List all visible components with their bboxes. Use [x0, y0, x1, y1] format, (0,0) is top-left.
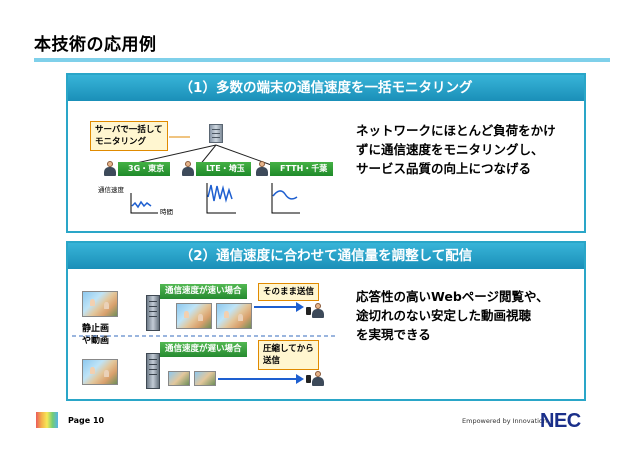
- smartphone-icon: [306, 307, 311, 315]
- slow-action-callout: 圧縮してから 送信: [258, 340, 319, 370]
- compressed-photo: [194, 371, 216, 386]
- media-label-line-1: 静止画: [82, 324, 110, 334]
- server-callout-line-1: サーバで一括して: [95, 125, 163, 135]
- recipient-icon: [312, 371, 324, 386]
- delivery-arrows: [72, 302, 338, 384]
- description-line: サービス品質の向上につなげる: [356, 161, 532, 176]
- description-line: 応答性の高いWebページ閲覧や、: [356, 289, 549, 304]
- fast-action-callout: そのまま送信: [258, 283, 320, 301]
- fast-speed-label: 通信速度が速い場合: [160, 284, 247, 299]
- adaptive-description: 応答性の高いWebページ閲覧や、 途切れのない安定した動画視聴 を実現できる: [356, 287, 549, 344]
- description-line: ネットワークにほとんど負荷をかけ: [356, 123, 556, 138]
- description-line: 途切れのない安定した動画視聴: [356, 308, 532, 323]
- fast-photo-large: [216, 303, 252, 329]
- media-label: 静止画 や動画: [82, 323, 109, 347]
- page-number: Page 10: [68, 416, 105, 425]
- compressed-photo: [168, 371, 190, 386]
- slow-action-line-2: 送信: [263, 356, 281, 366]
- region-label-ftth-chiba: FTTH・千葉: [270, 162, 334, 176]
- server-callout-line-2: モニタリング: [95, 137, 147, 147]
- monitoring-description: ネットワークにほとんど負荷をかけ ずに通信速度をモニタリングし、 サービス品質の…: [356, 121, 556, 178]
- footer-tagline: Empowered by Innovation: [462, 417, 548, 425]
- description-line: を実現できる: [356, 327, 431, 342]
- panel-monitoring: （1）多数の端末の通信速度を一括モニタリング サーバで一括して モニタリング 3…: [66, 73, 586, 233]
- y-axis-label: 通信速度: [98, 186, 124, 194]
- server-callout: サーバで一括して モニタリング: [90, 121, 168, 151]
- panel-monitoring-heading: （1）多数の端末の通信速度を一括モニタリング: [68, 75, 584, 101]
- original-photo-top: [82, 291, 118, 317]
- description-line: ずに通信速度をモニタリングし、: [356, 142, 544, 157]
- panel-adaptive-heading: （2）通信速度に合わせて通信量を調整して配信: [68, 243, 584, 269]
- slow-speed-label: 通信速度が遅い場合: [160, 342, 247, 357]
- region-label-lte-saitama: LTE・埼玉: [196, 162, 251, 176]
- nec-logo: NEC: [540, 410, 581, 432]
- recipient-icon: [312, 303, 324, 318]
- title-underline: [34, 58, 610, 62]
- x-axis-label: 時間: [160, 208, 173, 216]
- panel-adaptive-delivery: （2）通信速度に合わせて通信量を調整して配信 静止画 や動画 通信速度が速い場合…: [66, 241, 586, 401]
- smartphone-icon: [306, 375, 311, 383]
- original-photo-bottom: [82, 359, 118, 385]
- user-icon: [256, 161, 268, 176]
- user-icon: [104, 161, 116, 176]
- user-icon: [182, 161, 194, 176]
- monitoring-server-icon: [209, 124, 223, 143]
- slide-title: 本技術の応用例: [34, 35, 157, 55]
- delivery-server-icon: [146, 353, 160, 389]
- delivery-server-icon: [146, 295, 160, 331]
- media-label-line-2: や動画: [82, 336, 110, 346]
- slow-action-line-1: 圧縮してから: [263, 344, 314, 354]
- region-label-3g-tokyo: 3G・東京: [118, 162, 171, 176]
- footer-color-swatch: [36, 412, 58, 428]
- fast-photo-large: [176, 303, 212, 329]
